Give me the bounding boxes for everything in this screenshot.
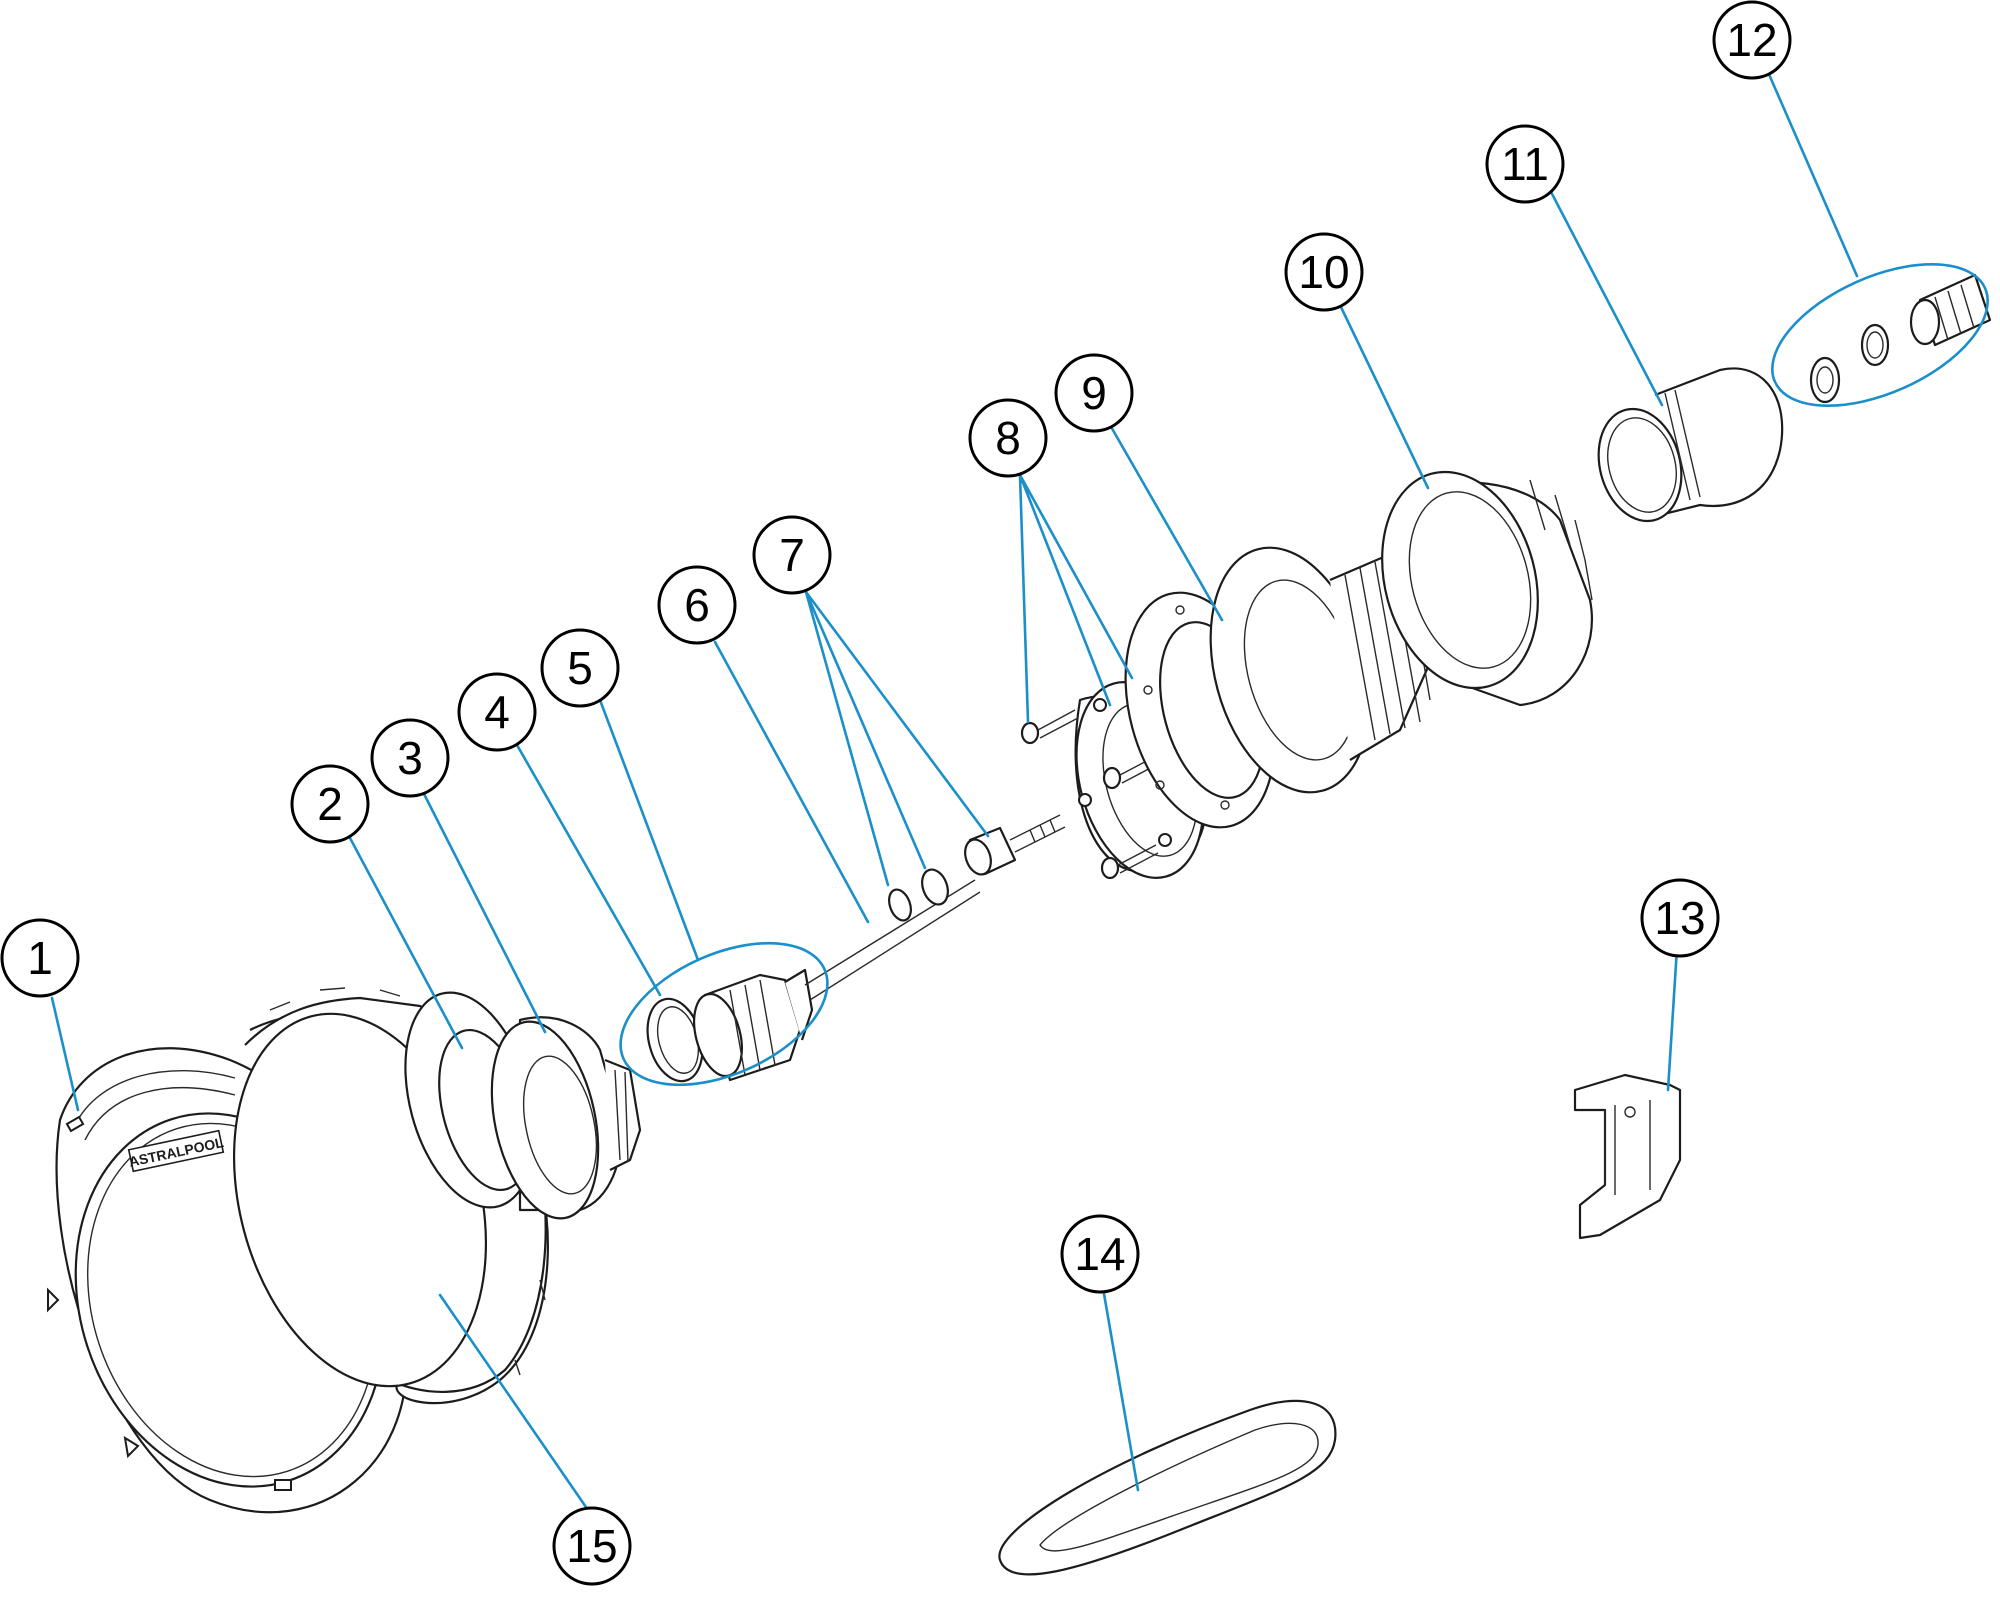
part-13-clip: [1573, 1073, 1682, 1240]
leader-lines: [50, 70, 1859, 1512]
leader-4: [515, 743, 662, 997]
callout-1-label: 1: [27, 932, 53, 984]
leader-7c: [804, 590, 990, 838]
leader-2: [348, 836, 464, 1050]
callout-8-label: 8: [995, 412, 1021, 464]
callout-1: 1: [0, 918, 80, 998]
leader-13: [1666, 946, 1679, 1092]
leader-8a: [1018, 473, 1030, 724]
callout-12-label: 12: [1726, 14, 1777, 66]
callout-2: 2: [290, 764, 370, 844]
leader-3: [420, 788, 547, 1034]
callout-10: 10: [1284, 232, 1364, 312]
leader-5: [598, 698, 700, 962]
callout-9-label: 9: [1081, 367, 1107, 419]
leader-15: [438, 1293, 590, 1512]
part-7-washers: [888, 814, 1066, 922]
leader-7a: [804, 590, 890, 887]
callout-13: 13: [1640, 878, 1720, 958]
part-12-fittings: [1809, 273, 1992, 404]
leader-10: [1338, 303, 1430, 490]
callout-8: 8: [968, 398, 1048, 478]
callout-4-label: 4: [484, 686, 510, 738]
part-14-key-tool: [998, 1399, 1337, 1576]
callout-7: 7: [752, 515, 832, 595]
callout-14-label: 14: [1074, 1228, 1125, 1280]
callout-11-label: 11: [1501, 138, 1549, 190]
callout-15-label: 15: [566, 1520, 617, 1572]
callout-11: 11: [1485, 124, 1565, 204]
leader-9: [1108, 423, 1224, 622]
leader-8b: [1018, 473, 1112, 707]
callout-5-label: 5: [567, 642, 593, 694]
callout-13-label: 13: [1654, 892, 1705, 944]
callout-5: 5: [540, 628, 620, 708]
callout-6: 6: [657, 565, 737, 645]
callout-10-label: 10: [1298, 246, 1349, 298]
callout-7-label: 7: [779, 529, 805, 581]
part-5-cable-gland: [693, 968, 814, 1082]
leader-12: [1766, 70, 1859, 278]
callout-3-label: 3: [397, 732, 423, 784]
part-5-group-outline: [619, 941, 829, 1087]
callout-15: 15: [552, 1506, 632, 1586]
part-11-pipe-coupling: [1597, 367, 1784, 523]
callout-4: 4: [457, 672, 537, 752]
leader-7b: [804, 590, 927, 870]
callout-12: 12: [1712, 0, 1792, 80]
callout-14: 14: [1060, 1214, 1140, 1294]
callout-2-label: 2: [317, 778, 343, 830]
part-12-group-outline: [1771, 263, 1989, 407]
leader-1: [50, 996, 80, 1112]
leader-11: [1548, 188, 1664, 407]
callout-9: 9: [1054, 353, 1134, 433]
callout-3: 3: [370, 718, 450, 798]
part-3-bulb-holder: [490, 1016, 642, 1220]
leader-6: [713, 640, 870, 924]
part-10-niche-and-nut: [1209, 470, 1593, 794]
leader-14: [1101, 1286, 1140, 1492]
callout-6-label: 6: [684, 579, 710, 631]
leader-8c: [1018, 473, 1134, 680]
